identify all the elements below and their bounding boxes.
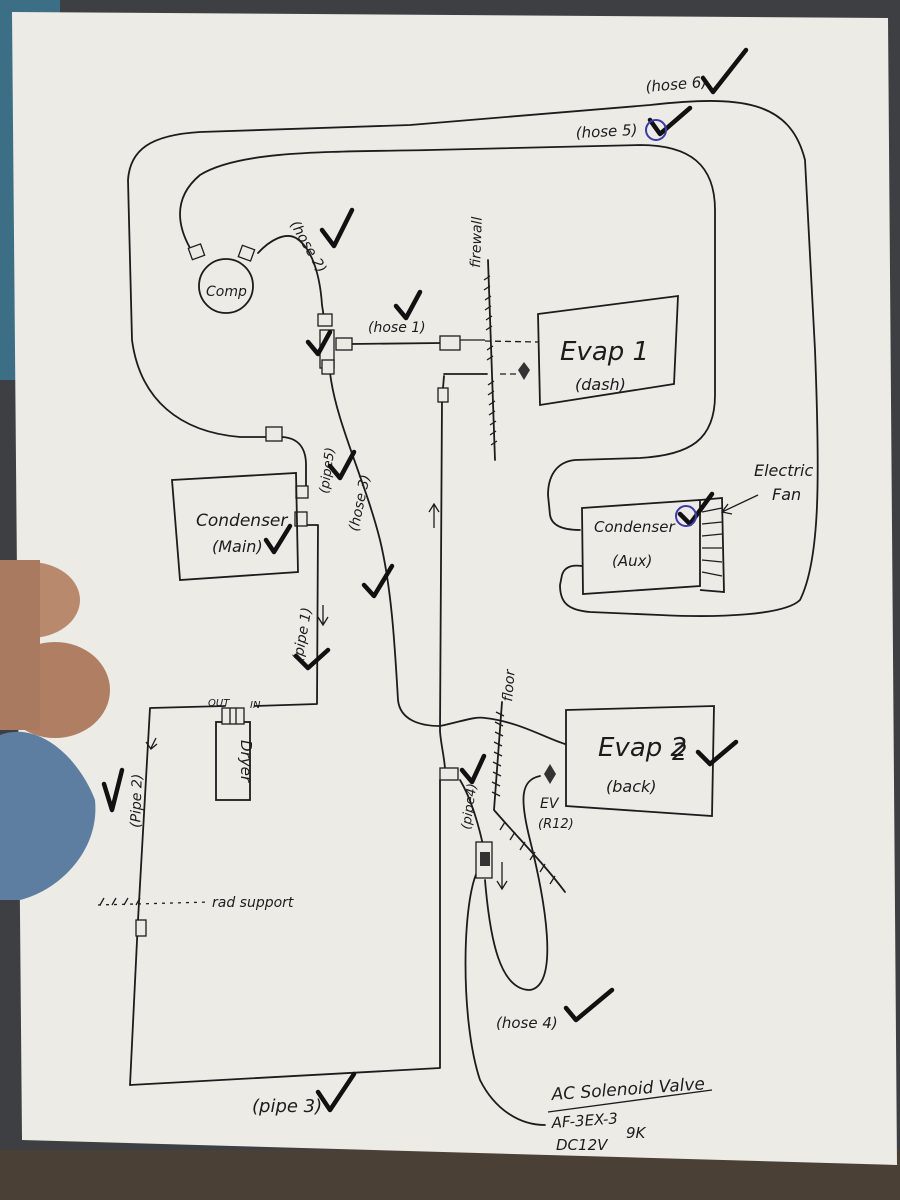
evap2-name: Evap 2 <box>598 733 687 763</box>
floor-hatch <box>491 711 556 885</box>
hose6-label: (hose 6) <box>645 73 708 96</box>
checkmarks <box>101 47 749 1113</box>
condenser-inlet-fitting <box>295 485 309 499</box>
condenser-main-sub: (Main) <box>212 537 263 556</box>
dryer-label: Dryer <box>237 740 255 783</box>
hose-5-line <box>179 144 716 531</box>
hose-1-line <box>349 342 443 345</box>
evap1-expansion-valve-icon <box>518 362 530 380</box>
pipe-1-line <box>254 524 319 707</box>
condenser-aux-blue-mark <box>675 505 697 527</box>
compressor-label: Comp <box>206 284 247 300</box>
check-condenser-aux <box>677 491 715 527</box>
floor-label: floor <box>500 668 519 702</box>
pipe-2-line <box>129 705 226 1086</box>
condenser-main-name: Condenser <box>196 511 288 531</box>
evap2-expansion-valve-icon <box>544 764 556 784</box>
electric-fan-label-2: Fan <box>772 485 801 504</box>
pipe3-label: (pipe 3) <box>252 1096 322 1117</box>
hose-4-line <box>484 775 549 991</box>
check-hose4 <box>563 987 615 1023</box>
hose-6-line <box>127 100 819 617</box>
flow-arrow-down-2 <box>145 737 158 750</box>
check-hose6 <box>700 47 749 95</box>
pipe5-label: (pipe5) <box>317 446 338 494</box>
flow-arrow-down-1 <box>317 605 329 627</box>
note-line-2: AF-3EX-3 <box>550 1109 618 1132</box>
electric-fan-label-1: Electric <box>754 461 813 480</box>
check-pipe5 <box>327 449 357 481</box>
dryer-out-label: OUT <box>208 698 230 709</box>
condenser-aux-name: Condenser <box>594 518 675 536</box>
pipe4-fitting <box>439 767 459 781</box>
hose-2-line <box>257 235 325 319</box>
check-condenser-main <box>263 523 293 555</box>
evap1-inlet-fitting <box>439 335 461 351</box>
check-hose3 <box>361 563 395 599</box>
evap-1: Evap 1 (dash) <box>537 294 679 407</box>
evap1-name: Evap 1 <box>560 337 649 367</box>
ev-sub-label: (R12) <box>538 817 574 832</box>
tee-fitting <box>317 313 353 375</box>
solenoid-valve <box>475 841 493 879</box>
check-pipe2 <box>101 767 125 813</box>
hose5-label: (hose 5) <box>575 121 638 142</box>
pipe-3-line <box>129 779 441 1086</box>
evap1-sub: (dash) <box>575 375 626 394</box>
firewall-line <box>487 259 496 461</box>
evap1-return-line <box>439 375 446 771</box>
pipe2-label: (Pipe 2) <box>128 773 146 828</box>
note-line-3: DC12V <box>556 1136 609 1154</box>
pipe5-fitting <box>265 426 283 442</box>
blue-rag <box>0 731 96 900</box>
condenser-aux: Condenser (Aux) Electric Fan <box>581 461 813 595</box>
rad-support-label: rad support <box>212 895 294 911</box>
refrigerant-lines <box>97 100 819 1126</box>
note-line-4: 9K <box>626 1124 647 1142</box>
firewall-label: firewall <box>468 216 486 268</box>
floor-line <box>493 701 566 893</box>
ev-label: EV <box>540 796 560 812</box>
check-hose2 <box>319 207 355 249</box>
check-evap2 <box>695 739 739 767</box>
flow-arrow-up <box>428 502 440 528</box>
check-pipe3 <box>315 1071 357 1113</box>
condenser-outlet-fitting <box>294 511 308 527</box>
pipe-5-line <box>281 436 307 489</box>
hose5-blue-mark <box>645 119 667 141</box>
paper-sheet <box>12 12 897 1165</box>
evap1-outlet-fitting <box>437 387 449 403</box>
hand <box>0 560 110 900</box>
check-hose1 <box>393 289 423 321</box>
rad-support-line <box>97 901 211 906</box>
pipe4-label: (pipe4) <box>459 782 480 830</box>
dryer-in-label: IN <box>250 700 261 711</box>
check-hose5 <box>647 105 693 137</box>
compressor: Comp <box>187 243 256 314</box>
firewall-hatch <box>483 275 498 446</box>
check-pipe4 <box>459 753 487 785</box>
hose-3-line <box>329 371 566 745</box>
check-pipe1 <box>293 647 331 671</box>
hose1-label: (hose 1) <box>368 320 426 336</box>
pipe2-fitting <box>135 919 147 937</box>
flow-arrow-down-3 <box>496 862 508 891</box>
condenser-main: Condenser (Main) <box>171 472 299 581</box>
dryer: Dryer OUT IN <box>208 698 261 801</box>
condenser-aux-sub: (Aux) <box>612 552 652 570</box>
svg-text:2: 2 <box>672 738 687 766</box>
evap-2: Evap 2 (back) 2 EV (R12) <box>538 705 715 832</box>
evap2-sub: (back) <box>606 777 657 796</box>
check-tee <box>305 329 333 357</box>
hose4-label: (hose 4) <box>496 1014 558 1032</box>
